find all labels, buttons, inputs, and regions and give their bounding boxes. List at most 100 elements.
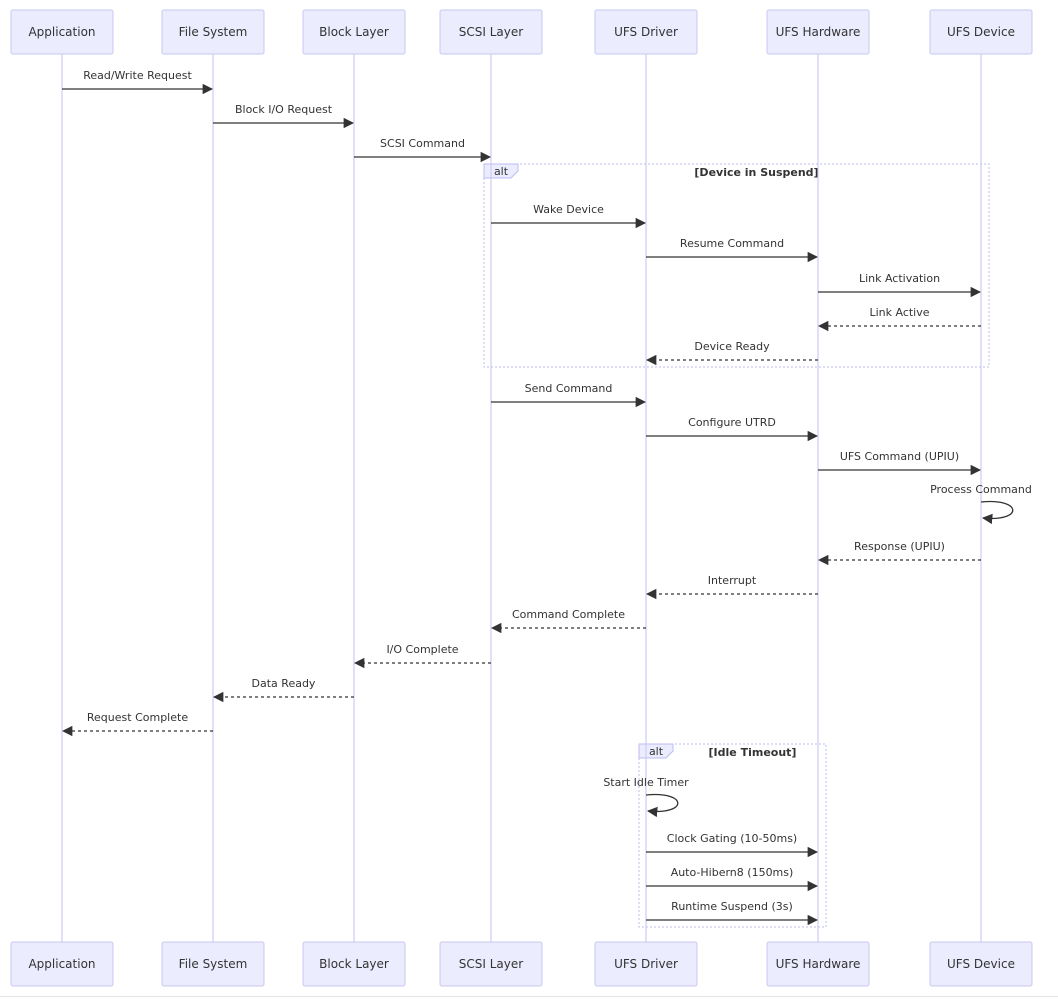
alt-condition: [Idle Timeout] — [709, 746, 797, 759]
message-label: Link Activation — [859, 272, 940, 285]
actor-label: UFS Device — [947, 957, 1015, 971]
actor-box — [594, 9, 698, 55]
message-10: UFS Command (UPIU) — [818, 450, 982, 476]
actor-app-top[interactable]: Application — [10, 9, 114, 55]
actor-label: UFS Hardware — [776, 25, 861, 39]
actor-box — [10, 9, 114, 55]
alt-frame-border — [638, 743, 827, 928]
actor-blk-bottom[interactable]: Block Layer — [302, 941, 406, 987]
alt-keyword: alt — [494, 165, 509, 178]
message-label: SCSI Command — [380, 137, 465, 150]
message-label: Clock Gating (10-50ms) — [667, 832, 797, 845]
message-11: Process Command — [930, 483, 1032, 525]
actor-box — [929, 941, 1033, 987]
message-label: Runtime Suspend (3s) — [671, 900, 793, 913]
actor-box — [302, 9, 406, 55]
message-8: Send Command — [491, 382, 647, 408]
message-label: Data Ready — [252, 677, 316, 690]
alt-frame-border — [483, 163, 990, 368]
message-label: Process Command — [930, 483, 1032, 496]
message-20: Auto-Hibern8 (150ms) — [646, 866, 819, 892]
message-label: Response (UPIU) — [854, 540, 945, 553]
message-label: Interrupt — [708, 574, 757, 587]
message-label: Request Complete — [87, 711, 188, 724]
self-message-arrow — [980, 500, 1014, 525]
actor-drv-top[interactable]: UFS Driver — [594, 9, 698, 55]
actor-box — [10, 941, 114, 987]
message-6: Link Active — [817, 306, 981, 332]
lifelines-layer — [61, 54, 982, 942]
message-3: Wake Device — [491, 203, 647, 229]
message-5: Link Activation — [818, 272, 982, 298]
alt-keyword: alt — [649, 745, 664, 758]
message-21: Runtime Suspend (3s) — [646, 900, 819, 926]
message-label: I/O Complete — [386, 643, 458, 656]
message-label: Link Active — [869, 306, 929, 319]
actor-app-bottom[interactable]: Application — [10, 941, 114, 987]
alt-frame-0: alt [Device in Suspend] — [483, 163, 990, 368]
alt-frame-1: alt [Idle Timeout] — [638, 743, 827, 928]
actor-box — [766, 9, 870, 55]
message-label: UFS Command (UPIU) — [840, 450, 959, 463]
actor-box — [594, 941, 698, 987]
actor-label: Block Layer — [319, 25, 389, 39]
message-19: Clock Gating (10-50ms) — [646, 832, 819, 858]
actor-label: Block Layer — [319, 957, 389, 971]
actor-label: Application — [28, 25, 95, 39]
actor-box — [929, 9, 1033, 55]
actor-fs-bottom[interactable]: File System — [161, 941, 265, 987]
actor-blk-top[interactable]: Block Layer — [302, 9, 406, 55]
message-16: Data Ready — [212, 677, 354, 703]
message-label: Configure UTRD — [688, 416, 776, 429]
alt-condition: [Device in Suspend] — [694, 166, 818, 179]
message-4: Resume Command — [646, 237, 819, 263]
actor-box — [161, 941, 265, 987]
actor-box — [766, 941, 870, 987]
actor-drv-bottom[interactable]: UFS Driver — [594, 941, 698, 987]
actor-label: SCSI Layer — [459, 957, 523, 971]
bottom-divider — [0, 996, 1058, 997]
message-0: Read/Write Request — [62, 69, 214, 95]
actor-label: UFS Driver — [614, 25, 678, 39]
alt-frame-tab — [483, 163, 519, 179]
actor-label: File System — [179, 25, 248, 39]
message-label: Command Complete — [512, 608, 625, 621]
message-label: Auto-Hibern8 (150ms) — [671, 866, 794, 879]
actor-dev-bottom[interactable]: UFS Device — [929, 941, 1033, 987]
message-17: Request Complete — [61, 711, 213, 737]
actor-label: UFS Driver — [614, 957, 678, 971]
message-18: Start Idle Timer — [603, 776, 689, 818]
actor-dev-top[interactable]: UFS Device — [929, 9, 1033, 55]
message-label: Start Idle Timer — [603, 776, 689, 789]
message-label: Send Command — [525, 382, 613, 395]
alt-frame-tab — [638, 743, 674, 759]
actor-hw-bottom[interactable]: UFS Hardware — [766, 941, 870, 987]
actor-label: File System — [179, 957, 248, 971]
message-label: Block I/O Request — [235, 103, 333, 116]
message-1: Block I/O Request — [213, 103, 355, 129]
self-message-arrow — [645, 793, 679, 818]
message-label: Wake Device — [533, 203, 604, 216]
message-14: Command Complete — [490, 608, 646, 634]
actor-label: UFS Device — [947, 25, 1015, 39]
frames-layer: alt [Device in Suspend] alt [Idle Timeout] — [483, 163, 990, 928]
actor-hw-top[interactable]: UFS Hardware — [766, 9, 870, 55]
message-label: Read/Write Request — [83, 69, 192, 82]
message-2: SCSI Command — [354, 137, 492, 163]
actor-label: Application — [28, 957, 95, 971]
message-13: Interrupt — [645, 574, 818, 600]
actor-scsi-top[interactable]: SCSI Layer — [439, 9, 543, 55]
message-9: Configure UTRD — [646, 416, 819, 442]
message-12: Response (UPIU) — [817, 540, 981, 566]
actor-fs-top[interactable]: File System — [161, 9, 265, 55]
message-15: I/O Complete — [353, 643, 491, 669]
message-label: Device Ready — [694, 340, 770, 353]
actor-box — [439, 9, 543, 55]
actor-box — [302, 941, 406, 987]
actor-scsi-bottom[interactable]: SCSI Layer — [439, 941, 543, 987]
message-7: Device Ready — [645, 340, 818, 366]
actor-box — [161, 9, 265, 55]
